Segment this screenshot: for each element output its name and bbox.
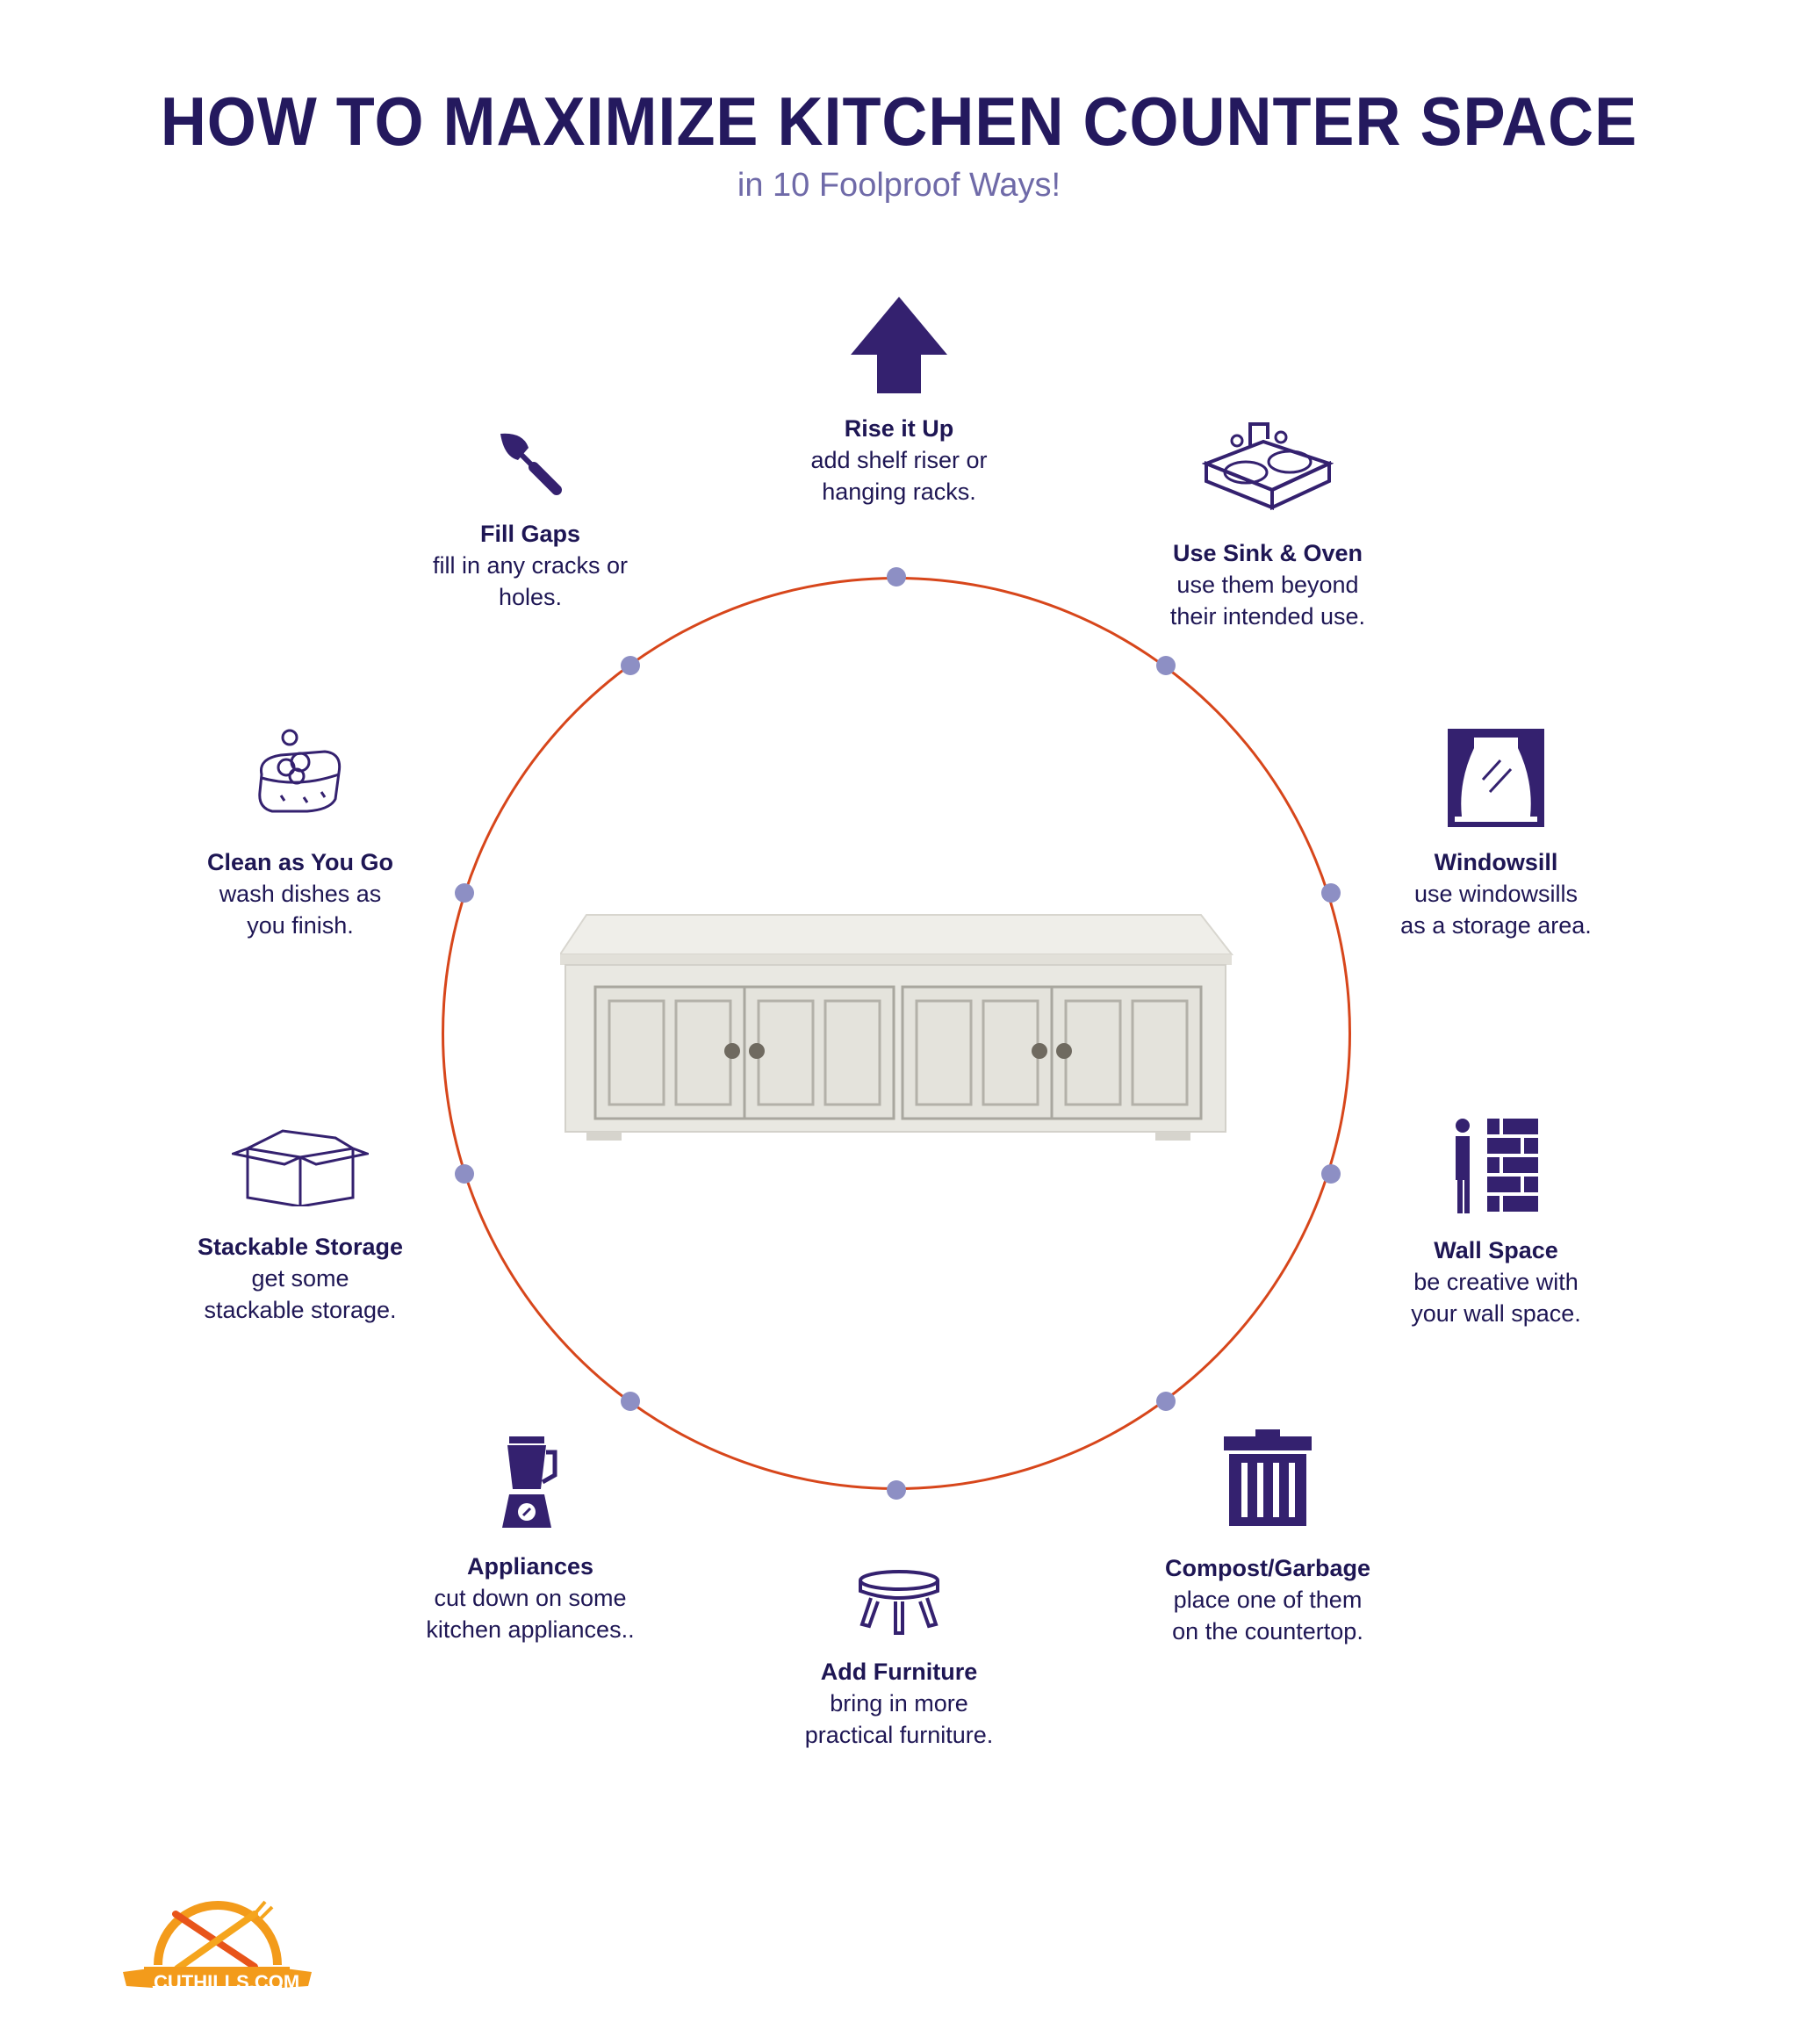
ring-dot	[455, 883, 474, 903]
cuthills-logo	[123, 1900, 312, 1988]
tip-stackable-storage: Stackable Storage get some stackable sto…	[142, 1127, 458, 1326]
tip-title: Compost/Garbage	[1164, 1555, 1371, 1581]
tip-description: use them beyond their intended use.	[1169, 572, 1366, 630]
tip-title: Rise it Up	[844, 415, 954, 442]
ring-dot	[1156, 656, 1176, 675]
tip-description: place one of them on the countertop.	[1172, 1587, 1363, 1645]
trash-icon	[1224, 1429, 1312, 1526]
wall-icon	[1456, 1119, 1538, 1213]
tip-title: Wall Space	[1434, 1237, 1558, 1263]
tip-description: wash dishes as you finish.	[219, 881, 382, 939]
ring-dot	[1156, 1392, 1176, 1411]
page-subtitle: in 10 Foolproof Ways!	[737, 167, 1061, 204]
tip-compost-garbage: Compost/Garbage place one of them on the…	[1110, 1429, 1426, 1647]
ring-dot	[887, 1480, 906, 1500]
sink-icon	[1202, 422, 1334, 511]
ring-dot	[455, 1164, 474, 1184]
logo-text: CUTHILLS.COM	[154, 1971, 300, 1993]
ring-dot	[1321, 883, 1341, 903]
tip-description: bring in more practical furniture.	[804, 1690, 994, 1748]
tip-clean-as-you-go: Clean as You Go wash dishes as you finis…	[142, 729, 458, 941]
blender-icon	[502, 1436, 557, 1528]
box-icon	[232, 1129, 369, 1206]
ring-dot	[621, 656, 640, 675]
tip-title: Add Furniture	[820, 1659, 978, 1685]
tip-title: Use Sink & Oven	[1172, 540, 1363, 566]
tip-description: cut down on some kitchen appliances..	[426, 1585, 635, 1643]
tip-description: use windowsills as a storage area.	[1400, 881, 1592, 939]
tip-description: get some stackable storage.	[204, 1265, 397, 1323]
ring-dot	[1321, 1164, 1341, 1184]
tip-wall-space: Wall Space be creative with your wall sp…	[1338, 1119, 1654, 1329]
ring-dot	[621, 1392, 640, 1411]
tip-windowsill: Windowsill use windowsills as a storage …	[1338, 729, 1654, 941]
tip-title: Clean as You Go	[206, 849, 394, 875]
window-icon	[1448, 729, 1544, 827]
tip-description: be creative with your wall space.	[1411, 1269, 1581, 1327]
tip-fill-gaps: Fill Gaps fill in any cracks or holes.	[372, 430, 688, 613]
tip-rise-it-up: Rise it Up add shelf riser or hanging ra…	[741, 297, 1057, 507]
tip-add-furniture: Add Furniture bring in more practical fu…	[741, 1570, 1057, 1751]
tip-appliances: Appliances cut down on some kitchen appl…	[372, 1436, 688, 1645]
trowel-icon	[500, 433, 562, 495]
tip-title: Windowsill	[1434, 849, 1558, 875]
ring-dot	[887, 567, 906, 587]
sponge-icon	[258, 729, 342, 813]
tip-title: Appliances	[466, 1553, 594, 1580]
kitchen-counter-illustration	[560, 914, 1234, 1141]
page-title: HOW TO MAXIMIZE KITCHEN COUNTER SPACE	[160, 83, 1638, 161]
tip-title: Stackable Storage	[197, 1234, 404, 1260]
stool-icon	[859, 1570, 939, 1635]
tip-use-sink-oven: Use Sink & Oven use them beyond their in…	[1110, 420, 1426, 632]
tip-description: fill in any cracks or holes.	[432, 552, 629, 610]
tip-title: Fill Gaps	[479, 521, 581, 547]
tip-description: add shelf riser or hanging racks.	[810, 447, 988, 505]
arrow-up-icon	[851, 297, 947, 393]
